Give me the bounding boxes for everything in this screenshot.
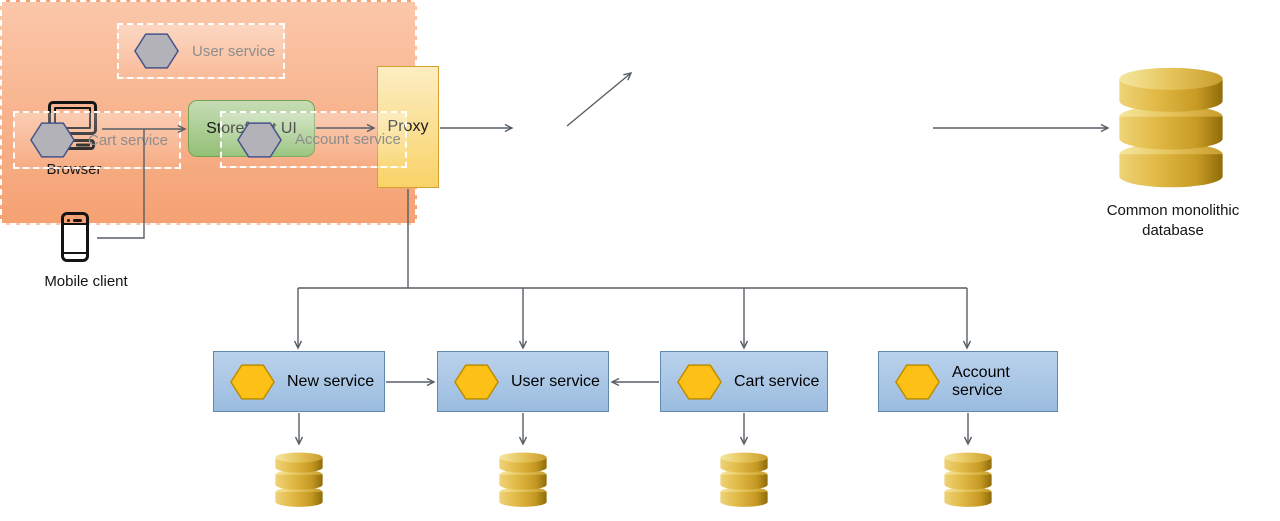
- monolith-cart-service-label: Cart service: [88, 131, 169, 149]
- hexagon-icon: [30, 122, 75, 158]
- proxy-label: Proxy: [387, 118, 429, 135]
- hexagon-icon: [134, 33, 179, 69]
- phone-camera-dot: [67, 218, 70, 222]
- phone-home-line: [64, 252, 86, 254]
- account-service-node: Account service: [878, 351, 1058, 412]
- hexagon-icon: [454, 363, 499, 400]
- monolith-container: User service Cart service Account servic…: [0, 0, 417, 225]
- hexagon-icon: [230, 363, 275, 400]
- monitor-vent: [76, 143, 90, 146]
- database-cylinder-icon: [499, 452, 547, 507]
- monolith-user-service-label: User service: [192, 42, 276, 60]
- monolith-cart-service: Cart service: [13, 111, 181, 169]
- database-cylinder-icon: [944, 452, 992, 507]
- hexagon-icon: [677, 363, 722, 400]
- monitor-screen: [48, 101, 97, 135]
- monitor-screen-inner: [54, 107, 91, 129]
- hexagon-icon: [237, 121, 282, 158]
- new-service-node: New service: [213, 351, 385, 412]
- database-cylinder-icon: [720, 452, 768, 507]
- smartphone-icon: [61, 212, 89, 262]
- cart-service-node: Cart service: [660, 351, 828, 412]
- phone-speaker-row: [64, 217, 86, 225]
- account-service-label: Account service: [952, 363, 1010, 399]
- database-cylinder-icon: [1119, 67, 1223, 188]
- cart-service-label: Cart service: [734, 372, 820, 390]
- database-cylinder-icon: [275, 452, 323, 507]
- user-service-node: User service: [437, 351, 609, 412]
- hexagon-icon: [895, 363, 940, 400]
- browser-icon: [48, 101, 97, 150]
- mobile-client-label: Mobile client: [44, 273, 128, 290]
- monolithic-database-label: Common monolithic database: [1106, 202, 1240, 239]
- monolith-account-service-label: Account service: [295, 131, 401, 148]
- monolith-account-service: Account service: [220, 111, 407, 168]
- browser-label: Browser: [46, 161, 102, 178]
- phone-speaker-dash: [73, 218, 82, 222]
- user-service-label: User service: [511, 372, 600, 390]
- connector-cart-to-user-monolith: [566, 73, 631, 127]
- monolith-user-service: User service: [117, 23, 285, 79]
- new-service-label: New service: [287, 372, 375, 390]
